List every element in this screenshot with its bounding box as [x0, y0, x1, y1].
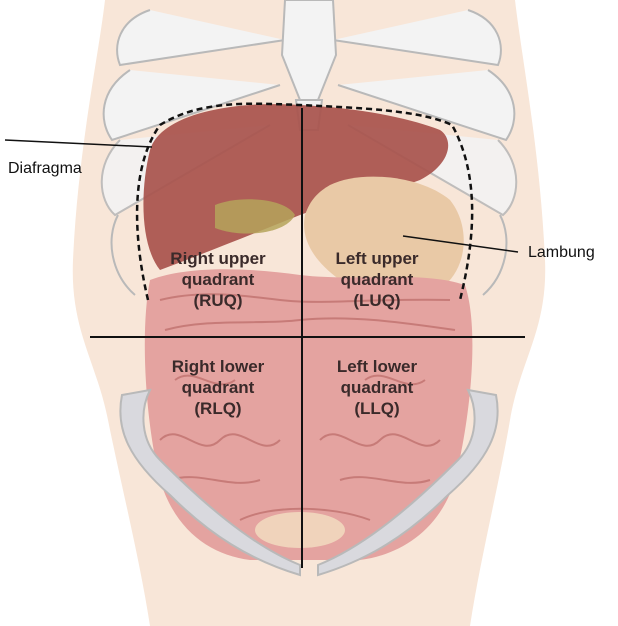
llq-line2: quadrant — [340, 378, 414, 397]
stomach-label: Lambung — [528, 244, 595, 261]
rlq-line2: quadrant — [181, 378, 255, 397]
luq-label: Left upper quadrant (LUQ) — [302, 248, 452, 311]
diaphragm-outline — [135, 102, 474, 301]
llq-label: Left lower quadrant (LLQ) — [302, 356, 452, 419]
ruq-label: Right upper quadrant (RUQ) — [143, 248, 293, 311]
pelvis-right — [317, 388, 499, 577]
luq-line1: Left upper — [335, 249, 419, 268]
intestines — [144, 269, 473, 560]
diaphragm-label: Diafragma — [8, 160, 82, 177]
pelvis-left — [119, 388, 301, 577]
bladder — [255, 512, 345, 548]
ruq-line2: quadrant — [181, 270, 255, 289]
stomach-leader-line — [402, 235, 519, 253]
luq-abbr: (LUQ) — [353, 291, 401, 310]
rlq-label: Right lower quadrant (RLQ) — [143, 356, 293, 419]
llq-abbr: (LLQ) — [354, 399, 400, 418]
llq-line1: Left lower — [336, 357, 418, 376]
ruq-line1: Right upper — [170, 249, 266, 268]
diaphragm-leader-line — [4, 139, 153, 148]
rlq-line1: Right lower — [171, 357, 265, 376]
gallbladder — [215, 199, 295, 234]
rlq-abbr: (RLQ) — [194, 399, 242, 418]
stomach — [304, 176, 464, 298]
ruq-abbr: (RUQ) — [193, 291, 243, 310]
luq-line2: quadrant — [340, 270, 414, 289]
